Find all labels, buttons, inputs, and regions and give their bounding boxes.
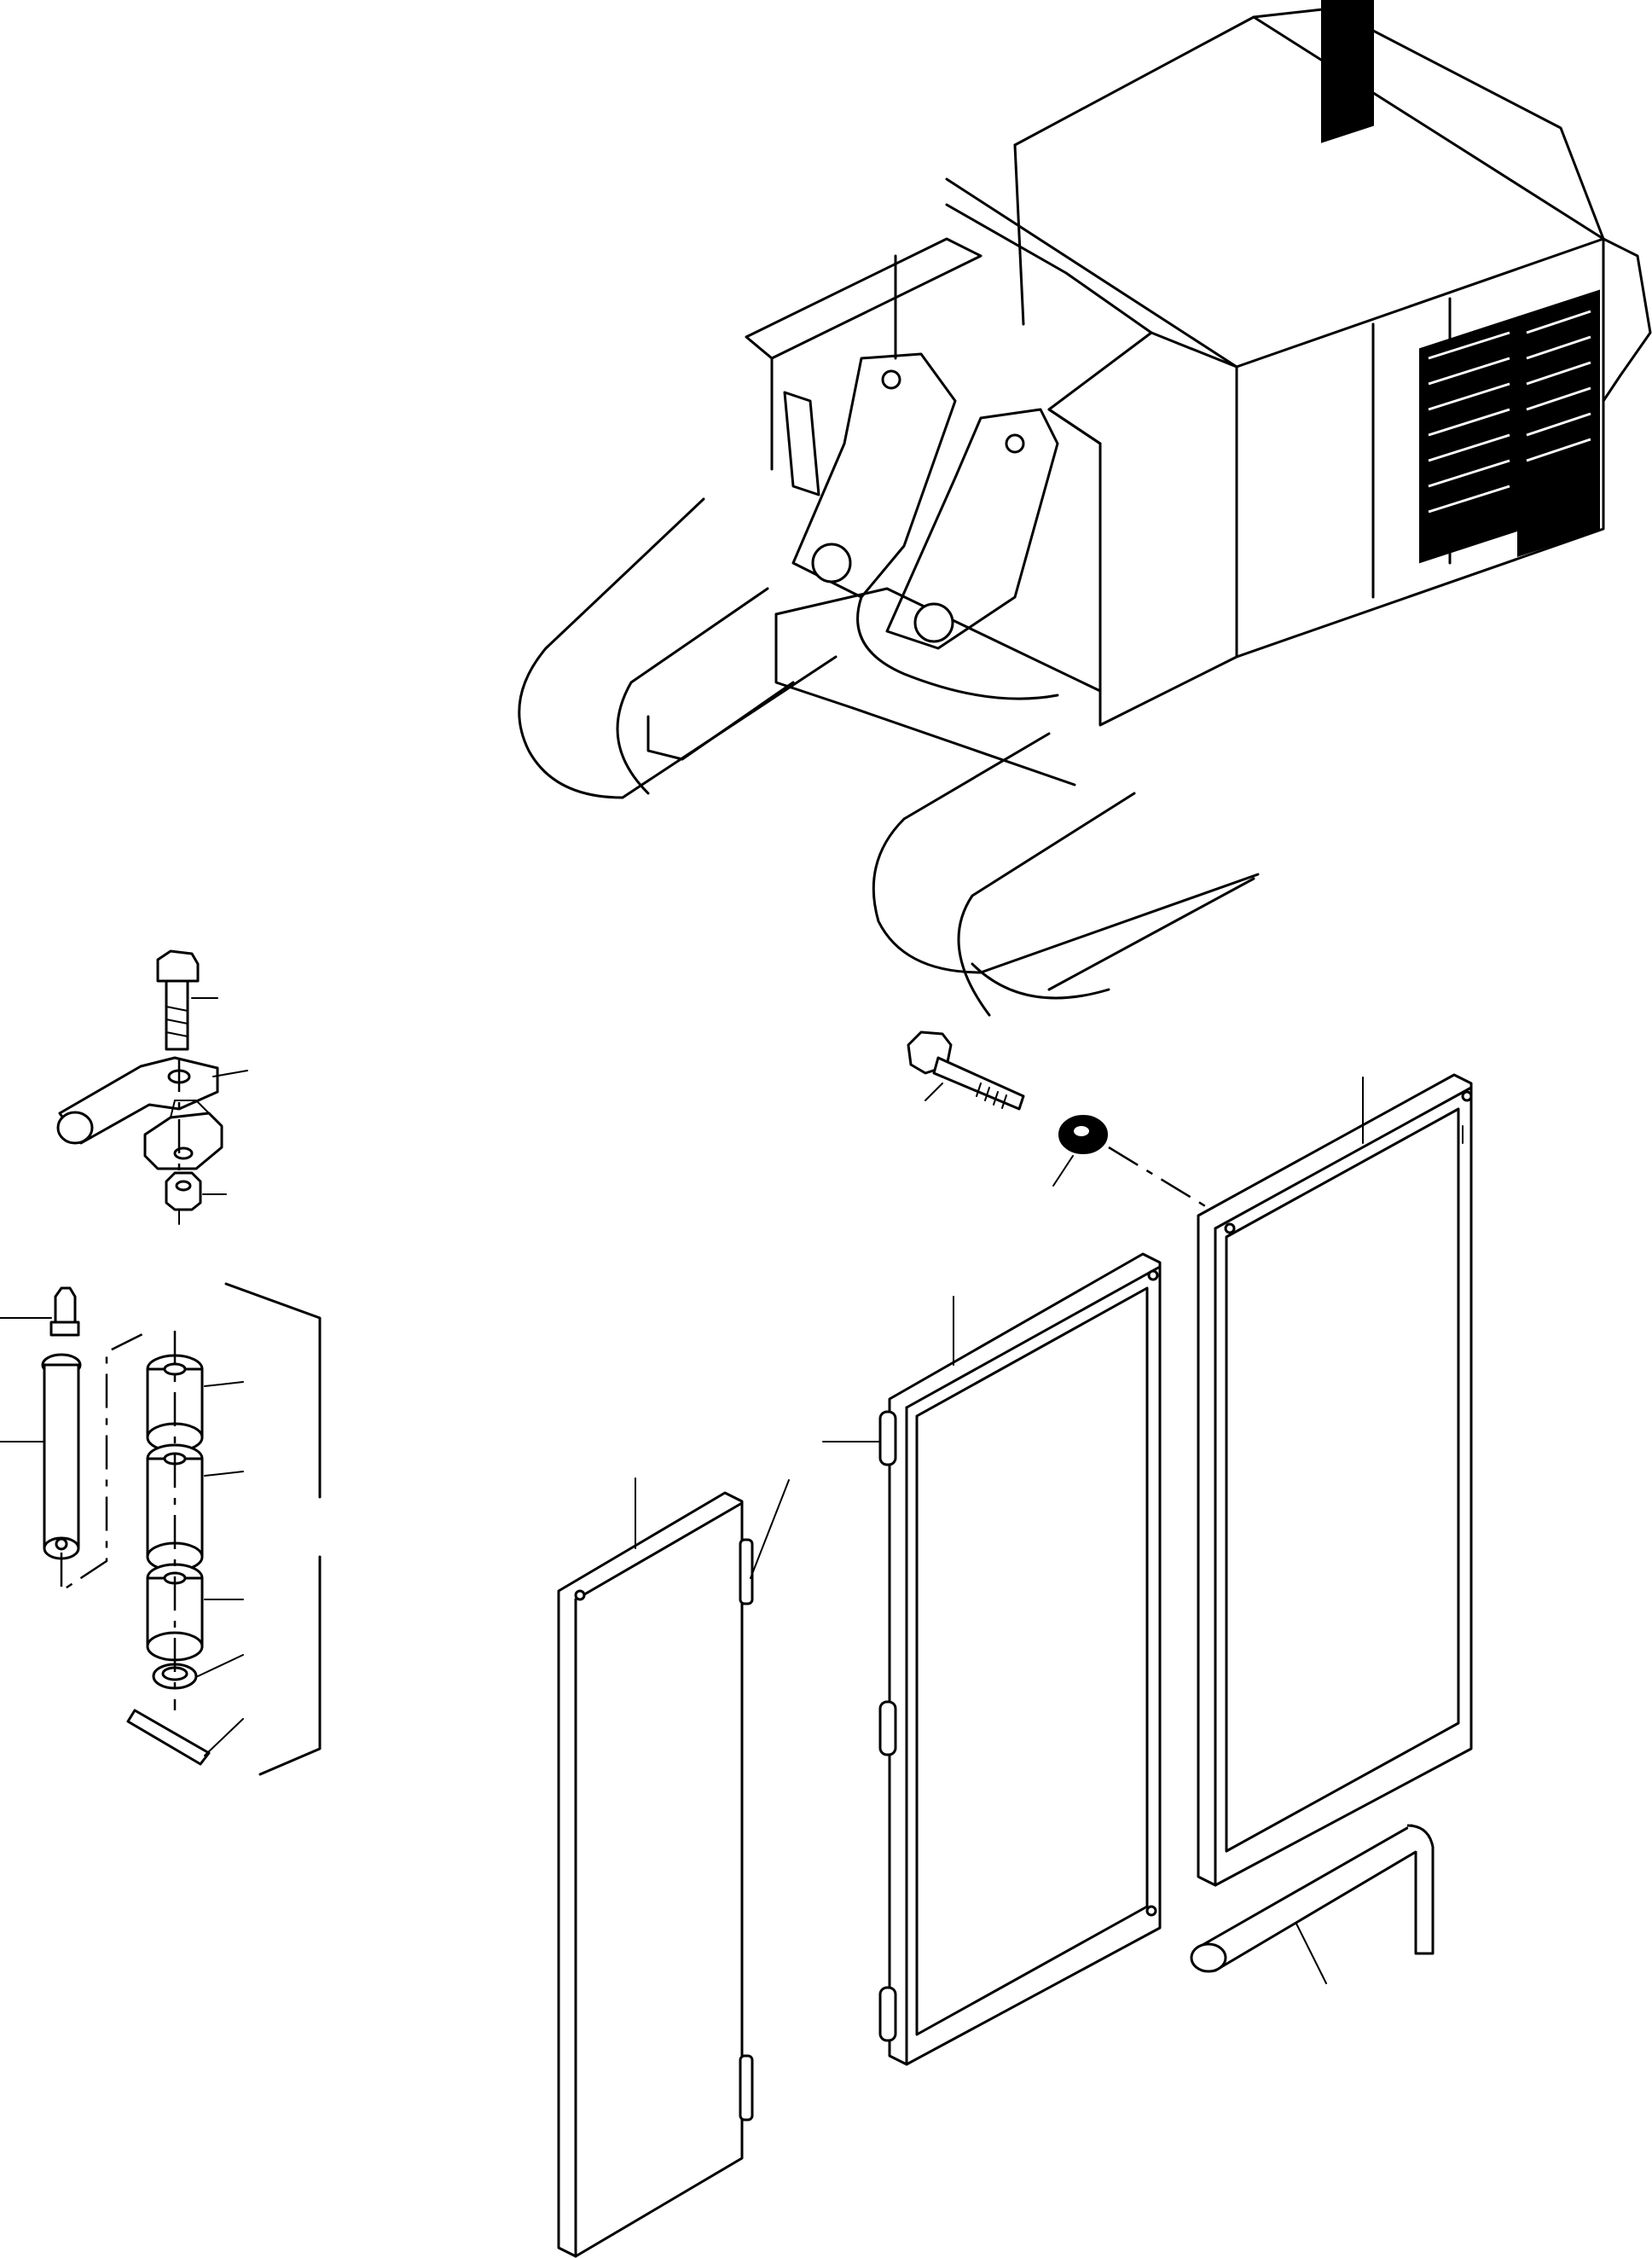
hinge-clamp-assembly	[56, 949, 248, 1225]
hinged-door-frame	[822, 1252, 1162, 2066]
machine-body	[518, 7, 1652, 1017]
rear-door-frame	[1197, 1073, 1473, 1887]
hinge-pin-assembly	[0, 1282, 322, 1776]
side-cover-panel	[557, 1477, 790, 2258]
radiator-grille	[1321, 0, 1600, 564]
lift-handle	[1190, 1824, 1435, 1984]
mounting-bolt	[907, 1030, 1025, 1111]
assembly-guide-line	[1108, 1146, 1208, 1209]
washer	[1052, 1115, 1108, 1187]
